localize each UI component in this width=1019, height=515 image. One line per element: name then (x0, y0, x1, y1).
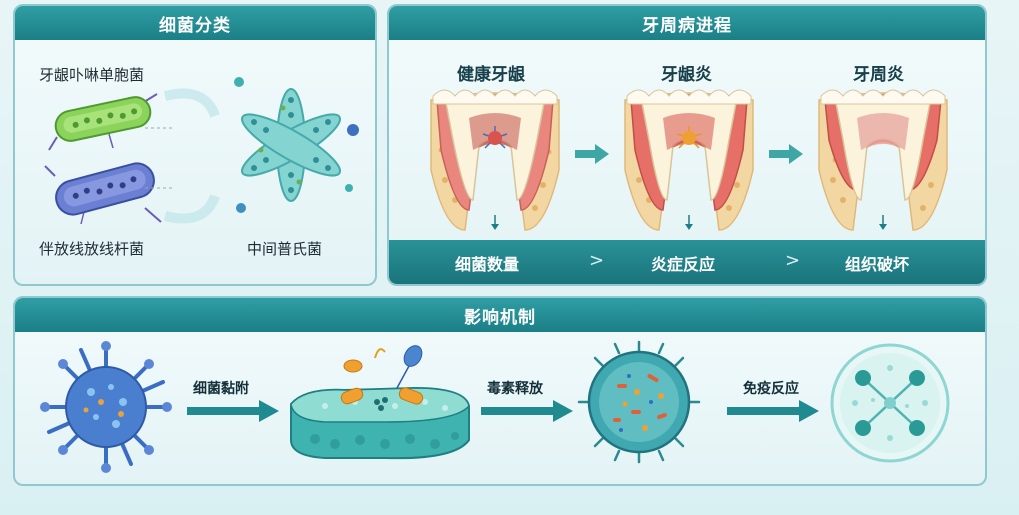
bacteria-classification-panel: 细菌分类 牙龈卟啉单胞菌 伴放线放线杆菌 中间普氏菌 (13, 4, 377, 286)
metric-bacteria-count: 细菌数量 (455, 255, 520, 274)
bar-separator-2: > (785, 250, 801, 271)
stage-label-healthy: 健康牙龈 (457, 65, 525, 85)
mechanism-arrow-2 (481, 400, 573, 422)
gingivitis-tooth-icon (624, 89, 754, 231)
progression-metric-bar: 细菌数量 > 炎症反应 > 组织破坏 (389, 240, 985, 284)
metric-inflammation: 炎症反应 (651, 255, 716, 274)
step-label-immune-response: 免疫反应 (743, 381, 799, 397)
star-bacteria-cluster-icon (234, 77, 359, 213)
periodontitis-tooth-icon (818, 89, 948, 231)
step-label-adhesion: 细菌黏附 (193, 381, 249, 397)
bacteria-label-aa: 伴放线放线杆菌 (39, 240, 145, 258)
classification-connectors (145, 88, 220, 224)
progression-arrow-1 (575, 144, 609, 164)
metric-tissue-destruction: 组织破坏 (845, 255, 910, 274)
step-label-toxin-release: 毒素释放 (487, 381, 543, 397)
healthy-tooth-icon (430, 89, 560, 231)
mechanism-title: 影响机制 (15, 298, 985, 332)
mechanism-panel: 影响机制 细菌黏附 毒素释放 (13, 296, 987, 486)
mechanism-arrow-3 (727, 400, 819, 422)
stage-label-periodontitis: 牙周炎 (853, 65, 904, 85)
spiky-bacterium-icon (40, 341, 172, 473)
toxin-cell-icon (577, 340, 701, 464)
progression-arrow-2 (769, 144, 803, 164)
tissue-adhesion-icon (290, 345, 470, 460)
immune-molecule-icon (830, 343, 950, 463)
green-rod-bacterium-icon (48, 93, 158, 151)
stage-label-gingivitis: 牙龈炎 (661, 65, 712, 85)
progression-title: 牙周病进程 (389, 6, 985, 40)
bacteria-label-pi: 中间普氏菌 (247, 240, 323, 258)
classification-title: 细菌分类 (15, 6, 375, 40)
bacteria-label-pg: 牙龈卟啉单胞菌 (39, 66, 145, 84)
periodontal-progression-panel: 牙周病进程 健康牙龈 牙龈炎 牙周炎 (387, 4, 987, 286)
bar-separator-1: > (589, 250, 605, 271)
blue-rod-bacterium-icon (44, 162, 162, 225)
mechanism-arrow-1 (187, 400, 279, 422)
